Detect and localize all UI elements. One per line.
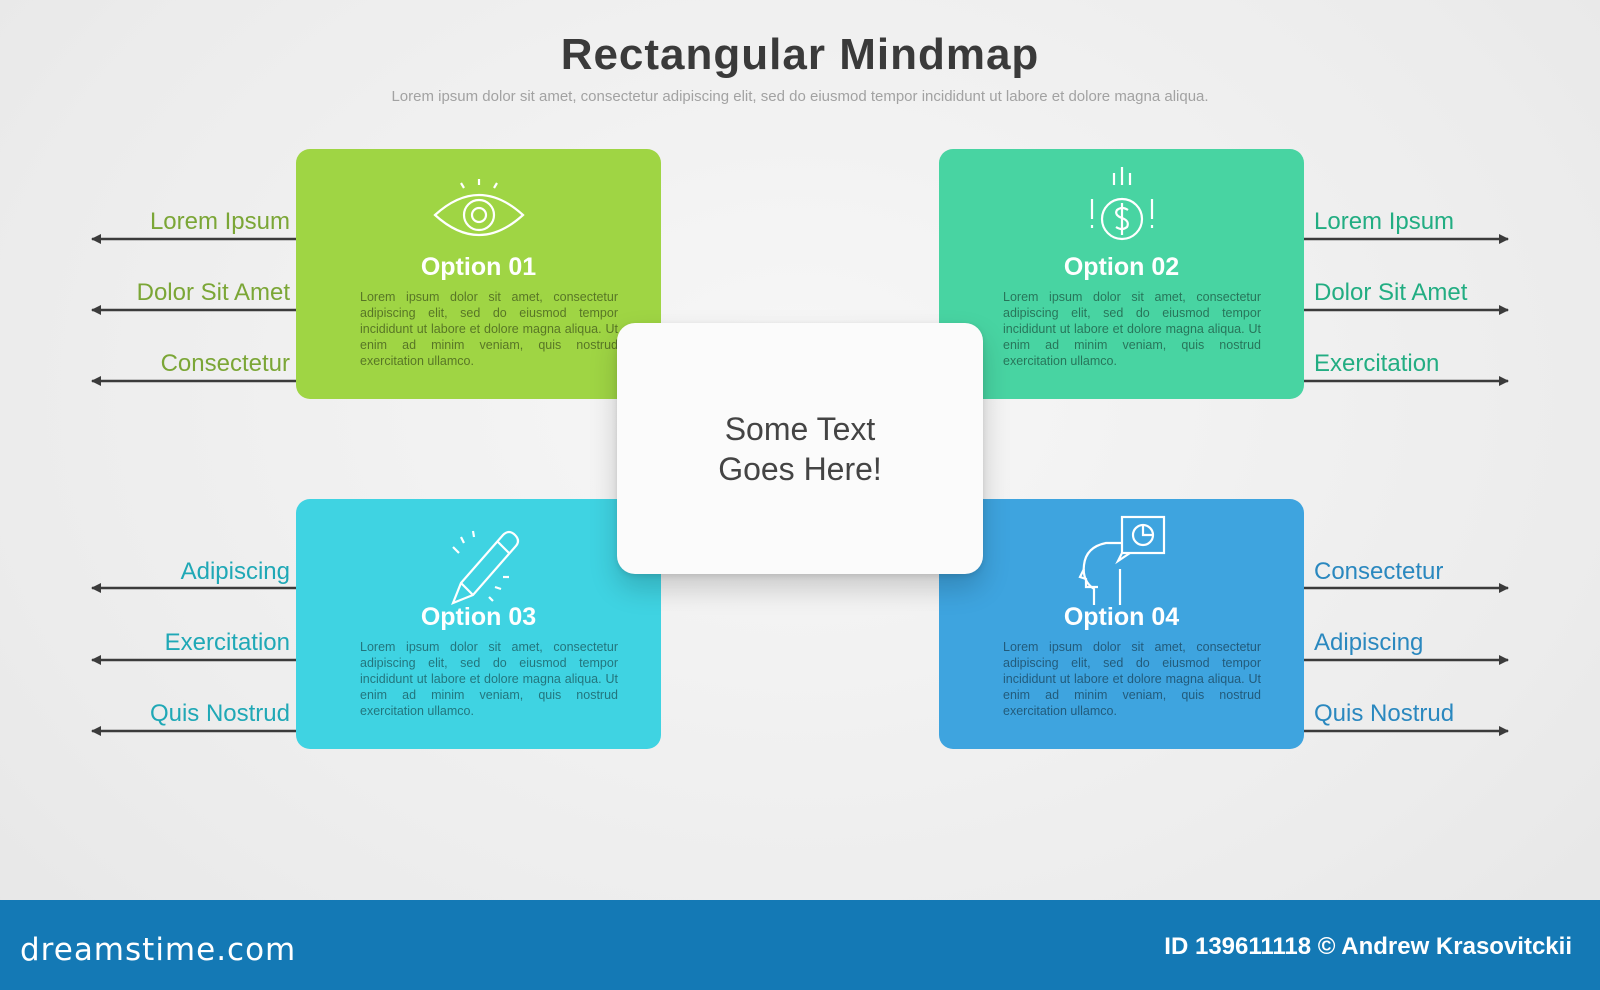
branch-label: Exercitation — [164, 629, 290, 656]
option-label: Option 02 — [1063, 253, 1180, 281]
branch-label: Adipiscing — [1314, 629, 1424, 656]
option-description: Lorem ipsum dolor sit amet, consectetur … — [360, 640, 618, 718]
pen-icon — [296, 527, 661, 605]
option-description: Lorem ipsum dolor sit amet, consectetur … — [1003, 290, 1261, 368]
falling-coin-icon — [939, 167, 1304, 247]
branch-label: Consectetur — [1314, 558, 1444, 585]
branch-label: Adipiscing — [180, 558, 290, 585]
page-title: Rectangular Mindmap — [560, 30, 1040, 79]
branch-label: Dolor Sit Amet — [136, 279, 290, 306]
option-label: Option 03 — [420, 603, 537, 631]
option-card-02: Option 02 Lorem ipsum dolor sit amet, co… — [939, 149, 1304, 399]
branch-label: Lorem Ipsum — [149, 208, 290, 235]
branch-label: Consectetur — [160, 350, 290, 377]
head-with-chart-icon — [939, 515, 1304, 605]
option-card-01: Option 01 Lorem ipsum dolor sit amet, co… — [296, 149, 661, 399]
option-card-04: Option 04 Lorem ipsum dolor sit amet, co… — [939, 499, 1304, 749]
eye-icon — [296, 177, 661, 247]
option-description: Lorem ipsum dolor sit amet, consectetur … — [360, 290, 618, 368]
branch-label: Quis Nostrud — [1314, 700, 1455, 727]
option-label: Option 04 — [1063, 603, 1180, 631]
branch-label: Exercitation — [1314, 350, 1440, 377]
footer-brand: dreamstime.com — [20, 932, 297, 968]
option-card-03: Option 03 Lorem ipsum dolor sit amet, co… — [296, 499, 661, 749]
center-card: Some Text Goes Here! — [617, 323, 983, 574]
branch-label: Quis Nostrud — [149, 700, 290, 727]
footer-credit: ID 139611118 © Andrew Krasovitckii — [1164, 933, 1572, 960]
option-description: Lorem ipsum dolor sit amet, consectetur … — [1003, 640, 1261, 718]
branch-label: Lorem Ipsum — [1314, 208, 1455, 235]
branch-label: Dolor Sit Amet — [1314, 279, 1468, 306]
footer-bar: dreamstime.com ID 139611118 © Andrew Kra… — [0, 900, 1600, 990]
center-text: Some Text Goes Here! — [718, 410, 882, 487]
page-subtitle: Lorem ipsum dolor sit amet, consectetur … — [391, 88, 1209, 105]
option-label: Option 01 — [420, 253, 537, 281]
